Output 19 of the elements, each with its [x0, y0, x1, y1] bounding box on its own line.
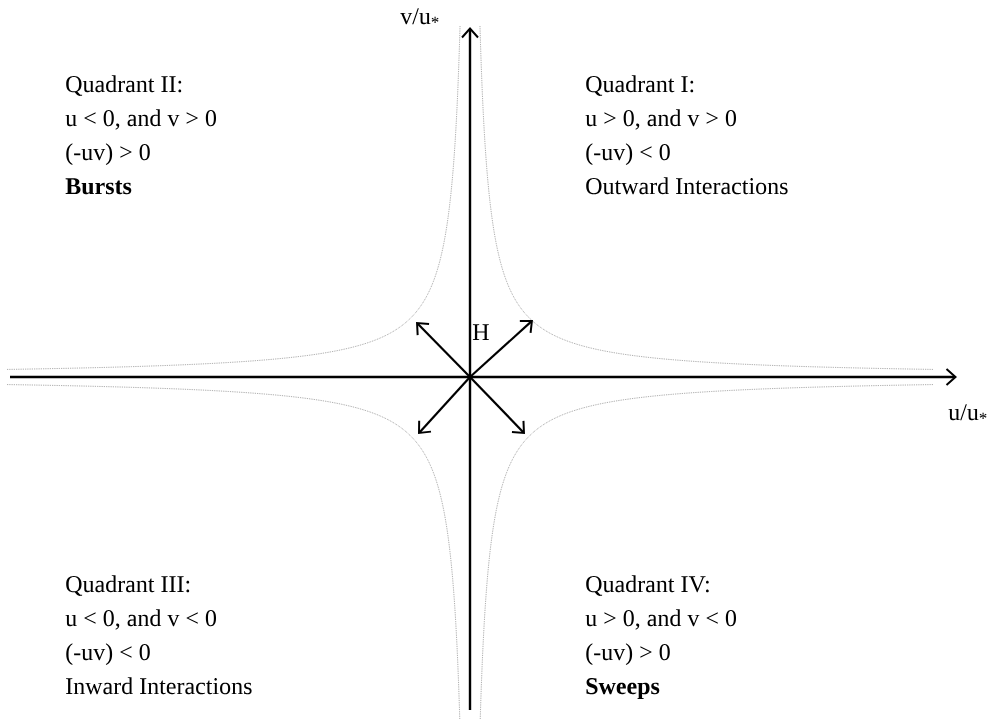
- event-label: Outward Interactions: [586, 177, 788, 195]
- condition-label: (-uv) < 0: [586, 143, 670, 166]
- condition-label: (-uv) > 0: [66, 143, 150, 166]
- condition-label: u > 0, and v > 0: [585, 109, 736, 130]
- condition-label: u > 0, and v < 0: [585, 609, 736, 630]
- event-label: Inward Interactions: [66, 677, 252, 695]
- event-label: Bursts: [65, 178, 132, 195]
- quadrant-label: Quadrant II:: [66, 75, 182, 96]
- condition-label: u < 0, and v < 0: [65, 609, 216, 630]
- quadrant-label: Quadrant III:: [66, 575, 190, 596]
- quadrant-label: Quadrant IV:: [586, 575, 709, 596]
- condition-label: (-uv) > 0: [586, 643, 670, 666]
- quadrant-label: Quadrant I:: [586, 75, 694, 96]
- vector-label: H: [472, 324, 489, 340]
- event-label: Sweeps: [586, 678, 660, 700]
- condition-label: (-uv) < 0: [66, 643, 150, 666]
- axis-label: v/u$_{*}$: [400, 8, 439, 25]
- condition-label: u < 0, and v > 0: [65, 109, 216, 130]
- axis-label: u/u$_{*}$: [948, 404, 987, 421]
